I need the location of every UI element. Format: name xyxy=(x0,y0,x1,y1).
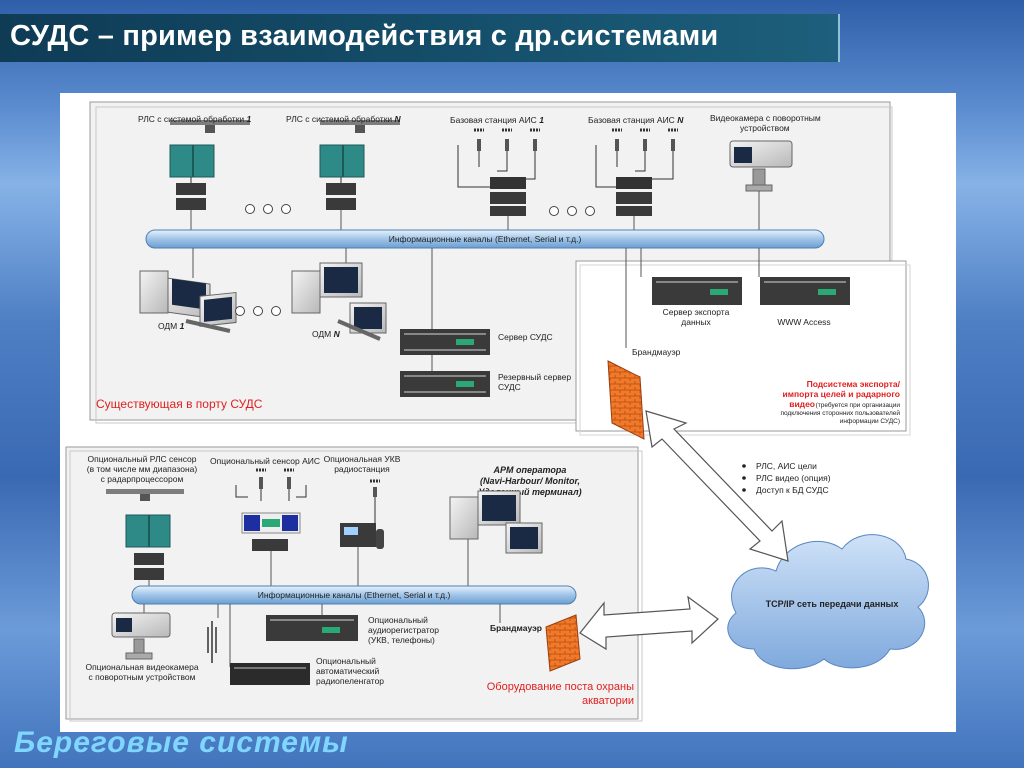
optional-radar-sensor xyxy=(106,489,184,587)
ais-base-station-1 xyxy=(457,128,540,230)
video-camera-top xyxy=(729,140,793,230)
optional-direction-finder xyxy=(230,663,310,685)
post-label-line-2: акватории xyxy=(582,695,634,707)
opt-recorder-label-line-2: аудиорегистратор xyxy=(368,625,439,635)
export-note-line-1: (требуется при организации xyxy=(816,401,901,409)
export-server-label-line-2: данных xyxy=(681,317,711,327)
ellipsis-dots-radars xyxy=(245,204,291,214)
optional-ais-sensor xyxy=(235,468,307,587)
camera-label-line-1: Видеокамера с поворотным xyxy=(710,113,821,123)
existing-vts-label: Существующая в порту СУДС xyxy=(96,397,263,411)
ellipsis-dots-ais xyxy=(549,206,595,216)
opt-direction-label-line-3: радиопеленгатор xyxy=(316,676,384,686)
rls-1-label: РЛС с системой обработки 1 xyxy=(138,114,252,124)
www-access-server xyxy=(760,277,850,305)
bullet-2: РЛС видео (опция) xyxy=(756,473,831,483)
server-label: Сервер СУДС xyxy=(498,332,553,342)
footer-title: Береговые системы xyxy=(14,726,349,759)
bullet-3: Доступ к БД СУДС xyxy=(756,485,829,495)
information-bus-top xyxy=(145,229,825,249)
vts-backup-server xyxy=(400,371,490,397)
firewall-top xyxy=(607,360,645,440)
export-note-line-2: подключения сторонних пользователей xyxy=(780,409,900,417)
opt-rls-label-line-1: Опциональный РЛС сенсор xyxy=(87,454,196,464)
export-title-line-2: импорта целей и радарного xyxy=(783,389,901,399)
export-note-line-3: информации СУДС) xyxy=(840,418,900,425)
page-title: СУДС – пример взаимодействия с др.систем… xyxy=(10,20,719,52)
information-bus-bottom xyxy=(131,585,577,605)
arrow-export-cloud xyxy=(645,410,789,562)
direction-finder-antenna xyxy=(207,621,217,663)
opt-ukv-label-line-2: радиостанция xyxy=(334,464,390,474)
ellipsis-dots-odm xyxy=(235,306,281,316)
opt-direction-label-line-1: Опциональный xyxy=(316,656,376,666)
arm-label-line-2: (Navi-Harbour/ Monitor, xyxy=(480,476,580,486)
opt-ukv-label-line-1: Опциональная УКВ xyxy=(324,454,401,464)
opt-recorder-label-line-1: Опциональный xyxy=(368,615,428,625)
export-server-label-line-1: Сервер экспорта xyxy=(663,307,730,317)
firewall-bottom-label: Брандмауэр xyxy=(490,623,542,633)
cloud-label: TCP/IP сеть передачи данных xyxy=(766,599,899,609)
backup-server-label-line-2: СУДС xyxy=(498,382,521,392)
rls-n-label: РЛС с системой обработки N xyxy=(286,114,402,124)
radar-station-n xyxy=(319,120,400,230)
opt-rls-label-line-3: с радарпроцессором xyxy=(101,474,184,484)
export-title-line-3: видео xyxy=(789,399,815,409)
ais-1-label: Базовая станция АИС 1 xyxy=(450,115,544,125)
opt-recorder-label-line-3: (УКВ, телефоны) xyxy=(368,635,435,645)
odm-workstation-n xyxy=(291,262,387,341)
post-label-line-1: Оборудование поста охраны xyxy=(487,681,634,693)
title-bar: СУДС – пример взаимодействия с др.систем… xyxy=(0,14,840,62)
odm-n-label: ОДМ N xyxy=(312,329,341,339)
ais-n-label: Базовая станция АИС N xyxy=(588,115,684,125)
bullet-1: РЛС, АИС цели xyxy=(756,461,817,471)
arm-label-line-3: Удаленный терминал) xyxy=(478,487,581,497)
camera-label-line-2: устройством xyxy=(740,123,790,133)
bullet-list xyxy=(742,464,746,492)
firewall-bottom xyxy=(545,614,581,672)
odm-workstation-1 xyxy=(139,270,237,333)
operator-workstation xyxy=(449,490,543,587)
export-data-server xyxy=(652,277,742,305)
odm-1-label: ОДМ 1 xyxy=(158,321,185,331)
ais-base-station-n xyxy=(595,128,678,230)
opt-camera-label-line-1: Опциональная видеокамера xyxy=(85,662,198,672)
arm-label-line-1: АРМ оператора xyxy=(493,465,567,475)
arrow-post-cloud xyxy=(579,595,719,651)
optional-audio-recorder xyxy=(266,615,358,641)
vts-server xyxy=(400,329,490,355)
radar-station-1 xyxy=(169,120,250,230)
www-access-label: WWW Access xyxy=(777,317,830,327)
diagram-canvas: РЛС с системой обработки 1 РЛС с системо… xyxy=(60,93,956,732)
bus-top-label: Информационные каналы (Ethernet, Serial … xyxy=(389,234,582,244)
opt-direction-label-line-2: автоматический xyxy=(316,666,379,676)
backup-server-label-line-1: Резервный сервер xyxy=(498,372,571,382)
optional-video-camera xyxy=(111,612,171,660)
bus-bottom-label: Информационные каналы (Ethernet, Serial … xyxy=(258,590,451,600)
firewall-top-label: Брандмауэр xyxy=(632,347,681,357)
opt-camera-label-line-2: с поворотным устройством xyxy=(89,672,196,682)
optional-vhf-radio xyxy=(340,479,384,587)
opt-ais-label: Опциональный сенсор АИС xyxy=(210,456,320,466)
export-title-line-1: Подсистема экспорта/ xyxy=(807,379,901,389)
opt-rls-label-line-2: (в том числе мм диапазона) xyxy=(87,464,198,474)
